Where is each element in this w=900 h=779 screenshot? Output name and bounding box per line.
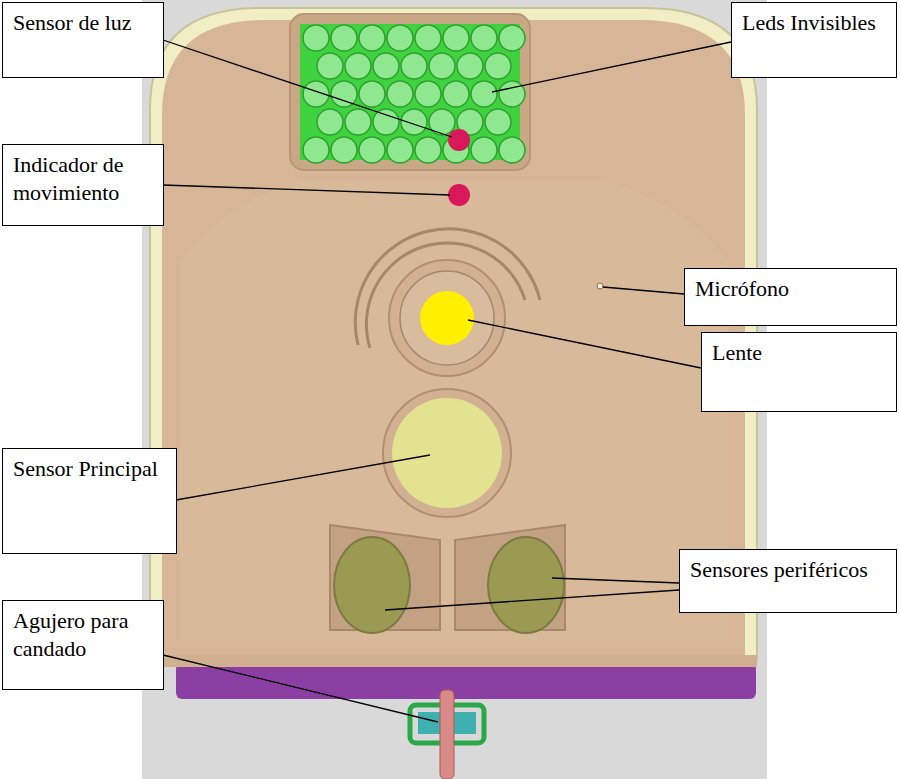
ir-led <box>303 137 329 163</box>
ir-led <box>359 81 385 107</box>
ir-led <box>499 25 525 51</box>
background-panel <box>142 0 767 779</box>
leader-line <box>163 655 438 722</box>
motion-indicator <box>448 184 470 206</box>
ir-led <box>331 25 357 51</box>
lens-housing <box>389 260 505 376</box>
lock-rod <box>440 690 454 779</box>
housing-rim <box>150 8 757 660</box>
ir-led <box>415 81 441 107</box>
ir-led <box>387 25 413 51</box>
ir-led <box>471 25 497 51</box>
ir-led <box>471 81 497 107</box>
ir-led <box>401 109 427 135</box>
ir-led <box>457 53 483 79</box>
callout-box: Agujero para candado <box>2 600 164 690</box>
ir-led <box>345 53 371 79</box>
ir-led <box>317 53 343 79</box>
ir-led <box>317 109 343 135</box>
ir-led <box>303 25 329 51</box>
main-sensor-ring <box>383 389 511 517</box>
callout-box: Sensor de luz <box>2 2 164 78</box>
leader-line <box>163 185 450 195</box>
ir-led <box>499 81 525 107</box>
ir-led <box>401 53 427 79</box>
ir-led <box>359 25 385 51</box>
ir-led <box>345 109 371 135</box>
main-sensor <box>392 398 502 508</box>
ir-led <box>415 25 441 51</box>
microphone <box>597 283 603 289</box>
leader-line <box>552 578 679 583</box>
callout-label: Sensor Principal <box>13 455 166 483</box>
ir-led <box>471 137 497 163</box>
ir-led <box>373 109 399 135</box>
lens <box>420 291 474 345</box>
lens-ring <box>400 271 494 365</box>
leader-line <box>603 287 684 294</box>
callout-label: Lente <box>712 339 886 367</box>
ir-led <box>443 25 469 51</box>
callout-box: Micrófono <box>684 268 897 326</box>
leader-line <box>176 455 430 500</box>
leader-line <box>385 590 679 610</box>
ir-led <box>499 137 525 163</box>
housing-body <box>162 20 745 655</box>
ir-led <box>387 81 413 107</box>
callout-box: Sensores periféricos <box>679 549 897 613</box>
leader-line <box>468 320 701 368</box>
ir-led <box>373 53 399 79</box>
side-sensor <box>488 537 564 633</box>
housing-bevel <box>180 180 728 640</box>
callout-label: Leds Invisibles <box>742 9 886 37</box>
callout-label: Agujero para candado <box>13 607 153 662</box>
base-lip <box>150 655 757 667</box>
ir-led <box>387 137 413 163</box>
callout-label: Sensor de luz <box>13 9 153 37</box>
ir-led <box>429 53 455 79</box>
leader-lines <box>163 40 731 722</box>
leader-line <box>492 42 731 92</box>
ir-led <box>485 109 511 135</box>
base-band <box>176 663 756 699</box>
callout-box: Sensor Principal <box>2 448 177 554</box>
ir-led <box>485 53 511 79</box>
callout-box: Indicador de movimiento <box>2 144 164 226</box>
light-sensor <box>448 129 470 151</box>
callout-label: Micrófono <box>695 275 886 303</box>
callout-label: Indicador de movimiento <box>13 151 153 206</box>
ir-led <box>331 81 357 107</box>
side-sensor <box>334 537 410 633</box>
leader-line <box>163 40 452 137</box>
callout-box: Lente <box>701 332 897 412</box>
callout-label: Sensores periféricos <box>690 556 886 584</box>
ir-led <box>443 81 469 107</box>
ir-led <box>415 137 441 163</box>
led-grid <box>303 25 525 163</box>
ir-led <box>331 137 357 163</box>
callout-box: Leds Invisibles <box>731 2 897 78</box>
ir-led <box>359 137 385 163</box>
